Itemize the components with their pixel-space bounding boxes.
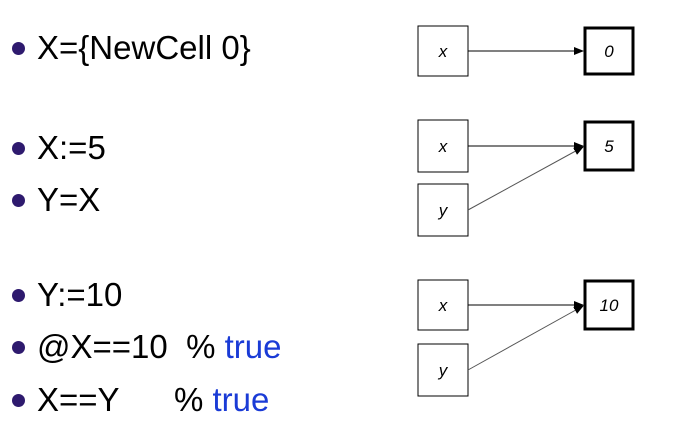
code-line-assign-y: Y:=10 bbox=[12, 275, 122, 315]
code-line-assign-x: X:=5 bbox=[12, 128, 106, 168]
cell-box bbox=[583, 279, 635, 331]
code-line-compare: X==Y % true bbox=[12, 380, 269, 420]
var-label-y: y bbox=[438, 201, 449, 220]
var-box-x bbox=[417, 25, 469, 77]
reference-arrow-y bbox=[467, 305, 584, 371]
bullet-icon bbox=[12, 393, 25, 407]
code-text: Y=X bbox=[37, 181, 101, 218]
diagram-x-y-share: x y 5 bbox=[417, 119, 635, 237]
code-line-access-x: @X==10 % true bbox=[12, 327, 282, 367]
cell-box bbox=[583, 120, 635, 172]
cell-value: 10 bbox=[600, 296, 619, 315]
keyword-true: true bbox=[212, 381, 270, 418]
diagram-newcell: x 0 bbox=[417, 25, 635, 77]
code-text: X:=5 bbox=[37, 129, 106, 166]
bullet-icon bbox=[12, 41, 25, 55]
var-label-y: y bbox=[438, 361, 449, 380]
comment-prefix: % bbox=[186, 328, 225, 365]
cell-box bbox=[583, 26, 635, 76]
code-line-newcell: X={NewCell 0} bbox=[12, 28, 251, 68]
code-text: Y:=10 bbox=[37, 276, 123, 313]
cell-value: 0 bbox=[604, 42, 614, 61]
code-text: X==Y bbox=[37, 381, 174, 418]
bullet-icon bbox=[12, 141, 25, 155]
comment-prefix: % bbox=[173, 381, 213, 418]
var-box-y bbox=[417, 183, 469, 237]
var-label-x: x bbox=[438, 296, 448, 315]
keyword-true: true bbox=[224, 328, 282, 365]
bullet-icon bbox=[12, 340, 25, 354]
diagram-y-updated: x y 10 bbox=[417, 279, 635, 397]
var-label-x: x bbox=[438, 42, 448, 61]
cell-value: 5 bbox=[604, 137, 614, 156]
bullet-icon bbox=[12, 288, 25, 302]
code-text: X={NewCell 0} bbox=[37, 29, 251, 66]
var-label-x: x bbox=[438, 137, 448, 156]
code-line-bind-y: Y=X bbox=[12, 180, 100, 220]
reference-arrow-y bbox=[467, 146, 584, 211]
code-text: @X==10 bbox=[37, 328, 187, 365]
bullet-icon bbox=[12, 193, 25, 207]
